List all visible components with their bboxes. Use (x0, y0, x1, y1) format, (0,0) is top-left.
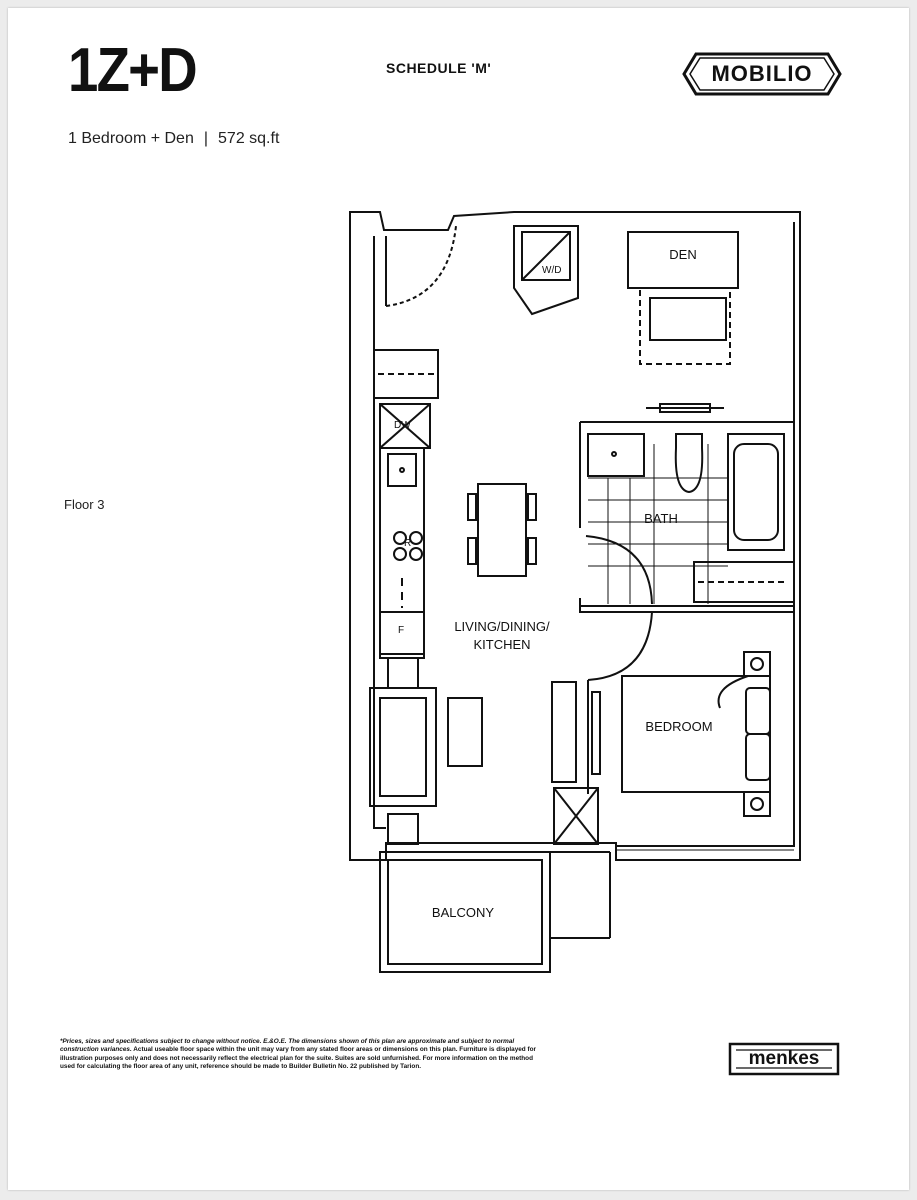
range-label: R (404, 538, 412, 549)
logo-badge-shape (682, 52, 842, 96)
vanity (587, 433, 645, 477)
bedroom-label: BEDROOM (645, 719, 713, 734)
washer-dryer-label: W/D (542, 265, 562, 276)
disclaimer-rest: Actual useable floor space within the un… (60, 1046, 536, 1070)
balcony-outline (379, 851, 551, 973)
dishwasher-label: DW (394, 420, 411, 431)
den-desk (649, 297, 727, 341)
menkes-logo: menkes (728, 1042, 840, 1076)
toilet (674, 433, 704, 494)
inner-wall-left (373, 236, 386, 829)
schedule-label: SCHEDULE 'M' (386, 60, 492, 76)
bath-label: BATH (644, 511, 678, 526)
unit-type: 1 Bedroom + Den (68, 130, 194, 147)
summary-separator: | (203, 130, 209, 147)
living-label-line2: KITCHEN (473, 636, 531, 652)
bath-door-swing (585, 535, 653, 605)
living-label: LIVING/DINING/ KITCHEN (444, 618, 560, 653)
outer-wall (349, 211, 801, 861)
entry-door-swing (385, 225, 457, 307)
pantry-cabinet (373, 349, 439, 399)
unit-area: 572 sq.ft (218, 130, 280, 147)
logo-wordmark: MOBILIO (711, 61, 813, 86)
disclaimer-italic: *Prices, sizes and specifications subjec… (60, 1038, 515, 1054)
den-sofa (627, 231, 739, 289)
unit-summary: 1 Bedroom + Den | 572 sq.ft (68, 130, 279, 148)
menkes-logo-frame (728, 1042, 840, 1076)
dining-table (477, 483, 527, 577)
fridge (379, 611, 425, 655)
legal-disclaimer: *Prices, sizes and specifications subjec… (60, 1038, 540, 1071)
den-label: DEN (669, 247, 697, 262)
living-label-line1: LIVING/DINING/ (454, 619, 550, 634)
fridge-label: F (398, 625, 405, 636)
floorplan-sheet: 1Z+D SCHEDULE 'M' MOBILIO 1 Bedroom + De… (8, 8, 909, 1190)
bed (621, 675, 771, 793)
mechanical-closet (553, 787, 599, 845)
menkes-wordmark: menkes (748, 1048, 820, 1069)
floor-label: Floor 3 (64, 497, 105, 512)
plan-name: 1Z+D (68, 36, 198, 105)
mobilio-logo: MOBILIO (680, 50, 844, 98)
laundry-closet (513, 225, 579, 316)
balcony-label: BALCONY (431, 905, 495, 920)
bathtub (727, 433, 785, 551)
coffee-table (447, 697, 483, 767)
floorplan-drawing (349, 211, 801, 973)
sink (387, 453, 417, 487)
inner-wall-right (616, 222, 795, 847)
bedroom-door-swing (587, 611, 653, 681)
bedroom-closet (551, 681, 577, 783)
